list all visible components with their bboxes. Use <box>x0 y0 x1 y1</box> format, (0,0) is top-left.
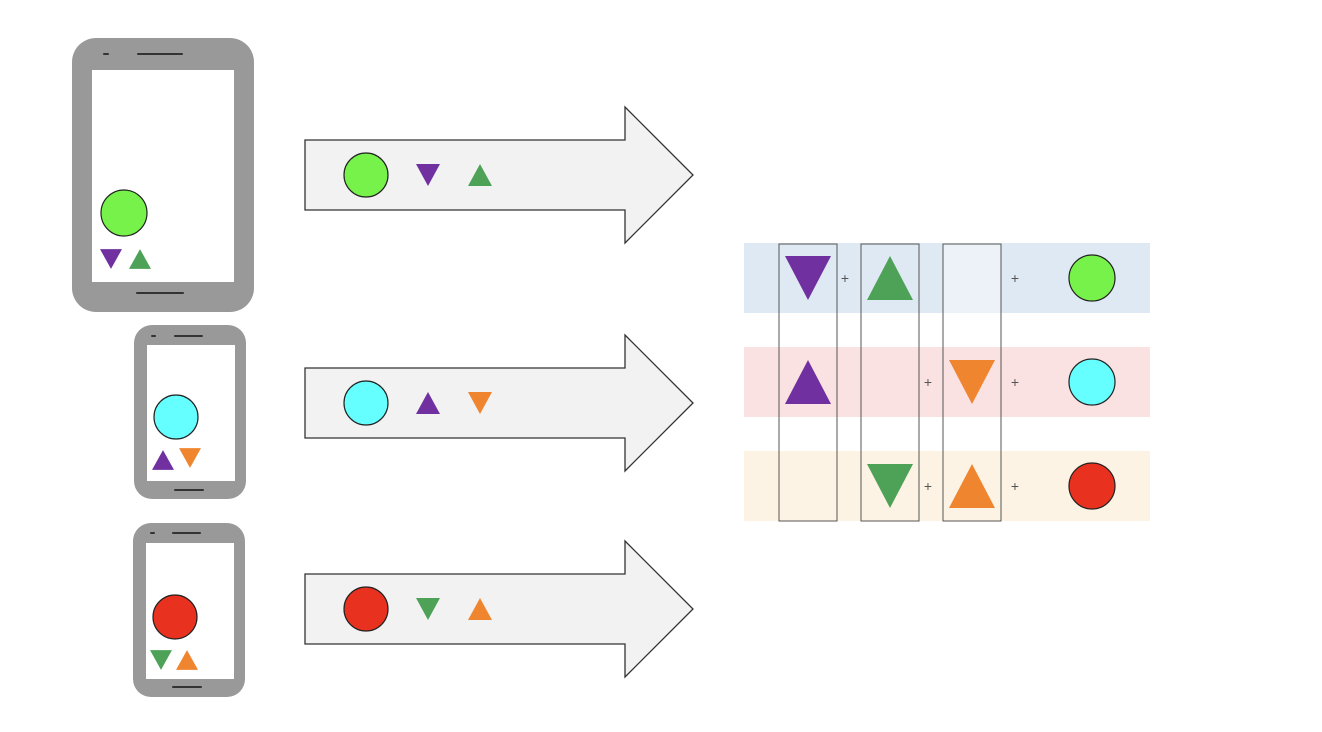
plus-sign: + <box>924 374 932 390</box>
arrow-triangle <box>416 598 440 620</box>
column-box-1 <box>778 243 838 522</box>
arrow-circle <box>343 152 389 198</box>
result-circle <box>1068 462 1116 510</box>
arrow-triangle <box>468 164 492 186</box>
column-box-3 <box>942 243 1002 522</box>
phone-triangle <box>100 249 122 269</box>
arrow-1 <box>304 105 694 245</box>
plus-sign: + <box>1011 374 1019 390</box>
phone-circle <box>152 594 198 640</box>
arrow-shape <box>304 333 694 473</box>
arrow-2 <box>304 333 694 473</box>
column-box-2 <box>860 243 920 522</box>
phone-circle <box>153 394 199 440</box>
grid-triangle <box>867 256 913 300</box>
large-phone <box>72 38 254 312</box>
plus-sign: + <box>1011 270 1019 286</box>
small-phone-2 <box>133 523 245 697</box>
grid-triangle <box>949 360 995 404</box>
combination-grid: ++++++ <box>744 243 1150 522</box>
phone-triangle <box>179 448 201 468</box>
plus-sign: + <box>841 270 849 286</box>
phone-screen <box>92 70 234 282</box>
arrow-shape <box>304 105 694 245</box>
phone-triangle <box>152 450 174 470</box>
empty-cell <box>943 243 1001 313</box>
phone-triangle <box>150 650 172 670</box>
grid-triangle <box>785 360 831 404</box>
phone-triangle <box>176 650 198 670</box>
plus-sign: + <box>1011 478 1019 494</box>
grid-row-1: ++ <box>785 254 1116 302</box>
grid-triangle <box>867 464 913 508</box>
arrow-shape <box>304 539 694 679</box>
arrow-3 <box>304 539 694 679</box>
arrow-triangle <box>416 392 440 414</box>
small-phone-1 <box>134 325 246 499</box>
phone-triangle <box>129 249 151 269</box>
arrow-circle <box>343 380 389 426</box>
grid-row-2: ++ <box>785 358 1116 406</box>
phone-circle <box>100 189 148 237</box>
arrow-circle <box>343 586 389 632</box>
grid-row-3: ++ <box>867 462 1116 510</box>
result-circle <box>1068 358 1116 406</box>
arrow-triangle <box>468 598 492 620</box>
plus-sign: + <box>924 478 932 494</box>
arrow-triangle <box>416 164 440 186</box>
arrow-triangle <box>468 392 492 414</box>
grid-triangle <box>785 256 831 300</box>
result-circle <box>1068 254 1116 302</box>
grid-triangle <box>949 464 995 508</box>
